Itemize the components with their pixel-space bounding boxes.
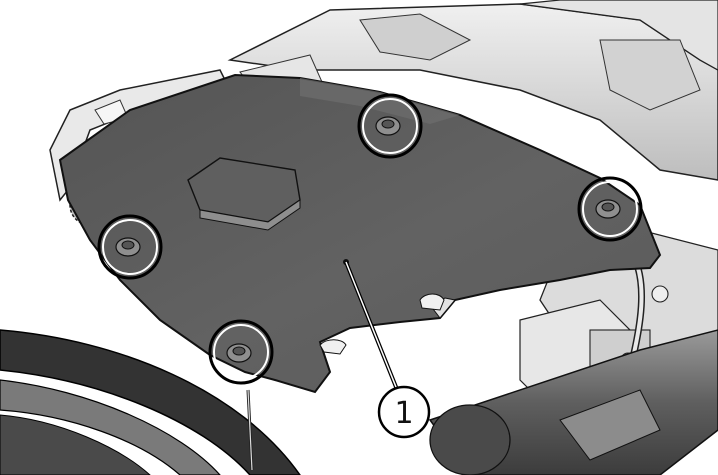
- rear-fender: [0, 329, 301, 475]
- callout-1: 1: [343, 259, 431, 439]
- fastener-marker-right: [577, 176, 643, 242]
- fastener-marker-top: [357, 93, 423, 159]
- fastener-marker-bottom: [208, 319, 274, 385]
- support-rod: [246, 389, 254, 471]
- callout-number: 1: [394, 396, 413, 431]
- exhaust-tube: [428, 329, 718, 475]
- cover-panel: [58, 73, 662, 394]
- fastener-marker-left: [97, 214, 163, 280]
- callout-circle: [377, 385, 431, 439]
